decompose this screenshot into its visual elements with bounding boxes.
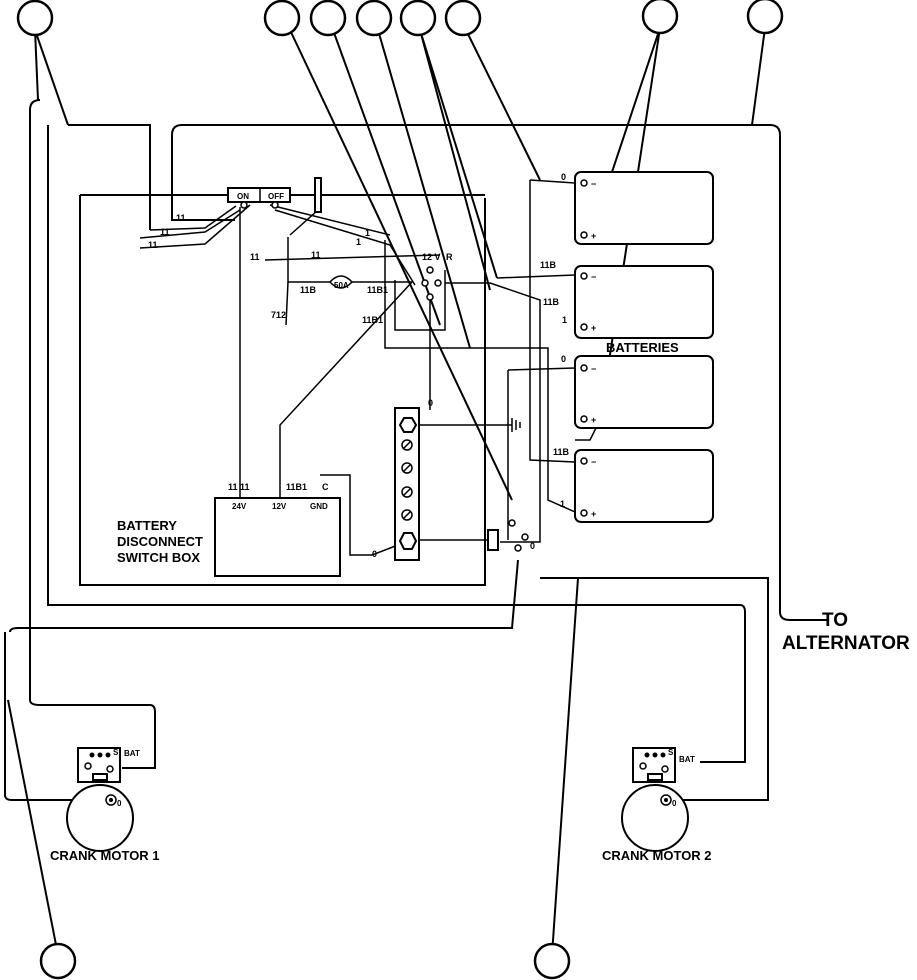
callout-circle bbox=[399, 0, 437, 37]
callout-circle bbox=[355, 0, 393, 37]
motor1-zero: 0 bbox=[117, 799, 122, 808]
batteries-label: BATTERIES bbox=[606, 340, 679, 355]
crank-motor-2-label: CRANK MOTOR 2 bbox=[602, 848, 712, 863]
wire-label: 11B bbox=[540, 260, 557, 270]
crank-motor-1: S BAT 0 CRANK MOTOR 1 bbox=[50, 747, 160, 863]
terminal-12v-label: 12V bbox=[272, 502, 287, 511]
alternator-label: TO ALTERNATOR bbox=[782, 610, 910, 654]
crank-motor-2: S BAT 0 CRANK MOTOR 2 bbox=[602, 747, 712, 863]
bat3-pos: + bbox=[591, 415, 596, 425]
wire-label: 11 bbox=[148, 240, 158, 250]
bat4-pos: + bbox=[591, 509, 596, 519]
bat1-pos: + bbox=[591, 231, 596, 241]
relay-r-label: R bbox=[446, 252, 453, 262]
callout-circle bbox=[309, 0, 347, 37]
wire-label: 0 bbox=[561, 354, 566, 364]
callout-circle bbox=[746, 0, 784, 35]
wire-label: 0 bbox=[428, 398, 433, 408]
wire-label: 11B1 bbox=[362, 315, 383, 325]
wire-label: 11B bbox=[300, 285, 317, 295]
callout-circle bbox=[641, 0, 679, 35]
switch-off-label: OFF bbox=[268, 192, 284, 201]
switch-box-line3: SWITCH BOX bbox=[117, 550, 200, 565]
switch-on-label: ON bbox=[237, 192, 249, 201]
motor2-zero: 0 bbox=[672, 799, 677, 808]
wire-label: 1 bbox=[365, 228, 370, 238]
wire-label: 11 bbox=[176, 213, 186, 223]
fuse-label: 50A bbox=[334, 281, 349, 290]
fuse-50a: 50A bbox=[329, 275, 354, 290]
batteries: − + − + − + − + BATTERIES bbox=[574, 171, 714, 523]
relay-12v-label: 12 V bbox=[422, 252, 441, 262]
bat3-neg: − bbox=[591, 364, 596, 374]
bat4-neg: − bbox=[591, 457, 596, 467]
switch-box-wire-c: C bbox=[322, 482, 329, 492]
wire-label: 0 bbox=[530, 541, 535, 551]
wire-label: 11B bbox=[553, 447, 570, 457]
callout-circle bbox=[39, 942, 77, 980]
bat1-neg: − bbox=[591, 179, 596, 189]
motor1-bat: BAT bbox=[124, 749, 140, 758]
motor2-bat: BAT bbox=[679, 755, 695, 764]
callout-circle bbox=[263, 0, 301, 37]
wire-label: 11B1 bbox=[367, 285, 388, 295]
crank-motor-1-label: CRANK MOTOR 1 bbox=[50, 848, 160, 863]
wire-label: 11 bbox=[160, 227, 170, 237]
wire-label: 1 bbox=[562, 315, 567, 325]
switch-box-wire-11b1: 11B1 bbox=[286, 482, 307, 492]
wire-label: 0 bbox=[561, 172, 566, 182]
bat2-pos: + bbox=[591, 323, 596, 333]
wiring-harness bbox=[4, 27, 828, 956]
wire-label: 1 bbox=[560, 499, 565, 509]
wire-label: 0 bbox=[372, 549, 377, 559]
switch-box-wire-11a: 11 bbox=[228, 482, 238, 492]
alternator-text: ALTERNATOR bbox=[782, 633, 910, 654]
wire-labels: 11 11 11 11 11 1 1 1 1 11B 11B 11B 11B 1… bbox=[148, 172, 570, 559]
wire-label: 1 bbox=[356, 237, 361, 247]
relay: 12 V R bbox=[421, 252, 453, 301]
switch-box-line2: DISCONNECT bbox=[117, 534, 203, 549]
terminal-gnd-label: GND bbox=[310, 502, 328, 511]
callout-circle bbox=[444, 0, 482, 37]
switch-box-wire-11b: 11 bbox=[240, 482, 250, 492]
battery-disconnect-switch-box: BATTERY DISCONNECT SWITCH BOX 24V 12V GN… bbox=[117, 482, 341, 577]
motor1-s: S bbox=[113, 748, 119, 757]
wire-label: 712 bbox=[271, 310, 286, 320]
callouts bbox=[16, 0, 784, 980]
solenoid bbox=[487, 519, 529, 552]
wire-label: 11 bbox=[311, 250, 321, 260]
terminal-strip bbox=[394, 407, 420, 561]
motor2-s: S bbox=[668, 748, 674, 757]
wire-label: 11 bbox=[250, 252, 260, 262]
wire-label: 11B bbox=[543, 297, 560, 307]
switch-box-line1: BATTERY bbox=[117, 518, 177, 533]
terminal-24v-label: 24V bbox=[232, 502, 247, 511]
bat2-neg: − bbox=[591, 272, 596, 282]
alternator-to: TO bbox=[822, 610, 848, 631]
callout-circle bbox=[16, 0, 54, 37]
disconnect-switch: ON OFF bbox=[227, 177, 322, 213]
callout-circle bbox=[533, 942, 571, 980]
